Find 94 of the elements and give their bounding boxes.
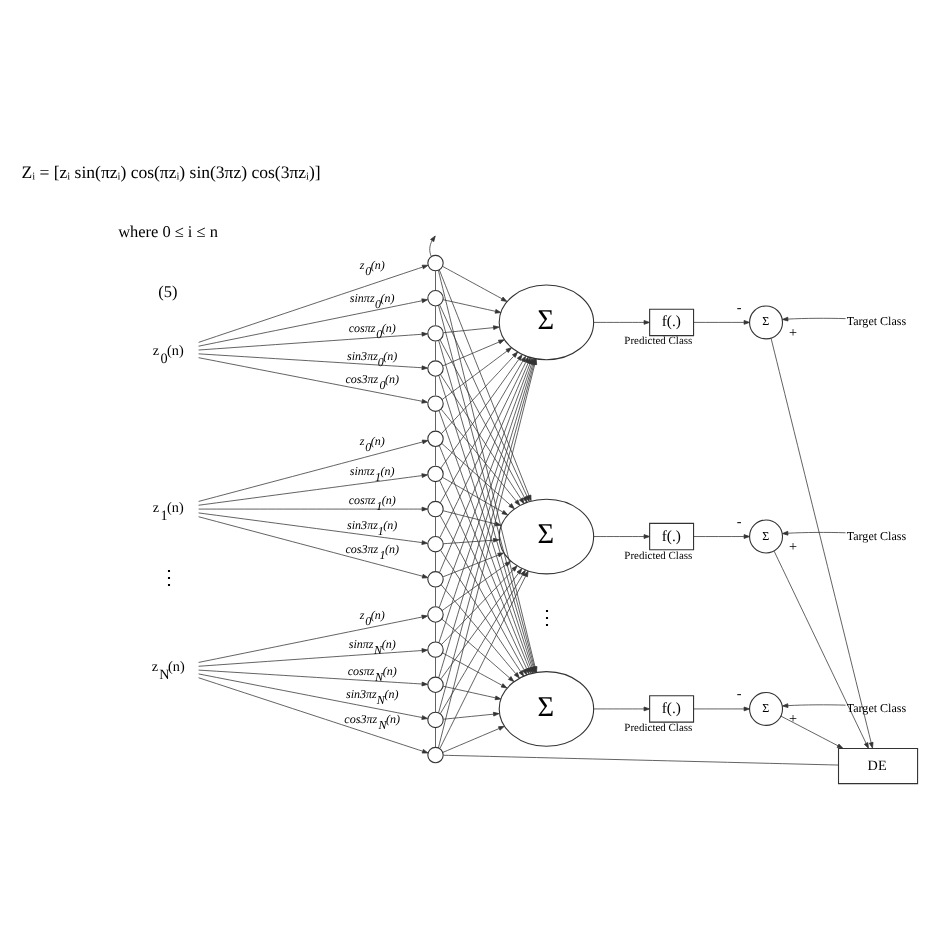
node-circle [427, 395, 444, 412]
label: ⋮ [536, 607, 557, 630]
arrow [198, 669, 428, 687]
arrow [442, 299, 502, 314]
arrow [442, 476, 509, 516]
arrow [693, 320, 750, 325]
arrow [429, 235, 436, 257]
arrow [593, 706, 650, 712]
arrow [198, 353, 428, 371]
node-circle [427, 641, 444, 658]
arrow [441, 347, 512, 400]
connector [435, 446, 436, 467]
node-circle [427, 290, 444, 307]
node-circle [427, 500, 444, 518]
node-circle [427, 536, 444, 553]
arrow [198, 473, 428, 506]
arrow [439, 570, 529, 749]
arrow [440, 568, 523, 680]
node-circle [427, 746, 444, 764]
arrow [442, 339, 505, 367]
connector [435, 481, 436, 502]
arrow [593, 534, 650, 539]
node-circle [427, 571, 444, 588]
arrow [198, 512, 428, 545]
arrow [441, 561, 511, 611]
arrow [443, 537, 500, 545]
arrow [443, 325, 500, 334]
node-circle [427, 325, 444, 342]
connector [443, 754, 839, 766]
arrow [442, 725, 505, 753]
label: Zᵢ = [zᵢ sin(πzᵢ) cos(πzᵢ) sin(3πz) cos(3πzᵢ)] [21, 162, 321, 183]
arrow [782, 530, 846, 536]
arrow [442, 685, 502, 701]
arrow [198, 673, 428, 720]
arrow [782, 703, 846, 708]
arrow [439, 569, 526, 715]
connector [435, 692, 436, 713]
arrow [198, 264, 429, 343]
node-box: f(.) [649, 695, 695, 723]
node-circle [427, 430, 444, 448]
label: where 0 ≤ i ≤ n [118, 223, 218, 242]
node-circle [427, 254, 444, 272]
arrow [770, 337, 874, 749]
arrow [439, 515, 528, 676]
connector [435, 551, 436, 572]
connector [435, 376, 436, 396]
arrow [442, 510, 502, 527]
node-circle [427, 465, 444, 483]
arrow [441, 565, 518, 645]
arrow [441, 351, 518, 434]
arrow [440, 550, 525, 677]
node-circle [427, 606, 444, 623]
arrow [773, 550, 869, 749]
arrow [780, 715, 844, 749]
arrow [198, 614, 428, 663]
label: ⋮ [158, 568, 179, 591]
arrow [198, 648, 428, 667]
connector [435, 586, 436, 607]
arrow [693, 534, 750, 539]
arrow [442, 266, 508, 302]
arrow [198, 677, 429, 754]
label: (5) [158, 282, 178, 301]
connector [435, 411, 436, 431]
connector [435, 621, 436, 643]
arrow [441, 618, 515, 682]
arrow [198, 331, 428, 351]
arrow [442, 652, 508, 689]
arrow [442, 552, 504, 578]
arrow [693, 706, 750, 712]
arrow [198, 506, 428, 512]
arrow [198, 516, 429, 579]
connector [435, 727, 436, 748]
node-circle [427, 711, 444, 729]
arrow [198, 298, 428, 347]
arrow [198, 357, 428, 404]
connector [435, 270, 436, 291]
arrow [782, 316, 846, 322]
arrow [440, 409, 521, 506]
node-circle [427, 360, 444, 377]
arrow [440, 584, 520, 679]
connector [435, 516, 436, 537]
arrow [441, 443, 515, 510]
connector [435, 656, 436, 678]
arrow [198, 439, 429, 502]
connector [435, 341, 436, 361]
arrow [440, 374, 525, 504]
arrow [440, 354, 523, 469]
node-box: f(.) [649, 308, 695, 337]
connector [435, 305, 436, 326]
node-box: f(.) [649, 522, 695, 551]
node-circle [427, 676, 444, 693]
arrow [439, 480, 530, 675]
arrow [443, 711, 500, 720]
arrow [593, 320, 650, 325]
